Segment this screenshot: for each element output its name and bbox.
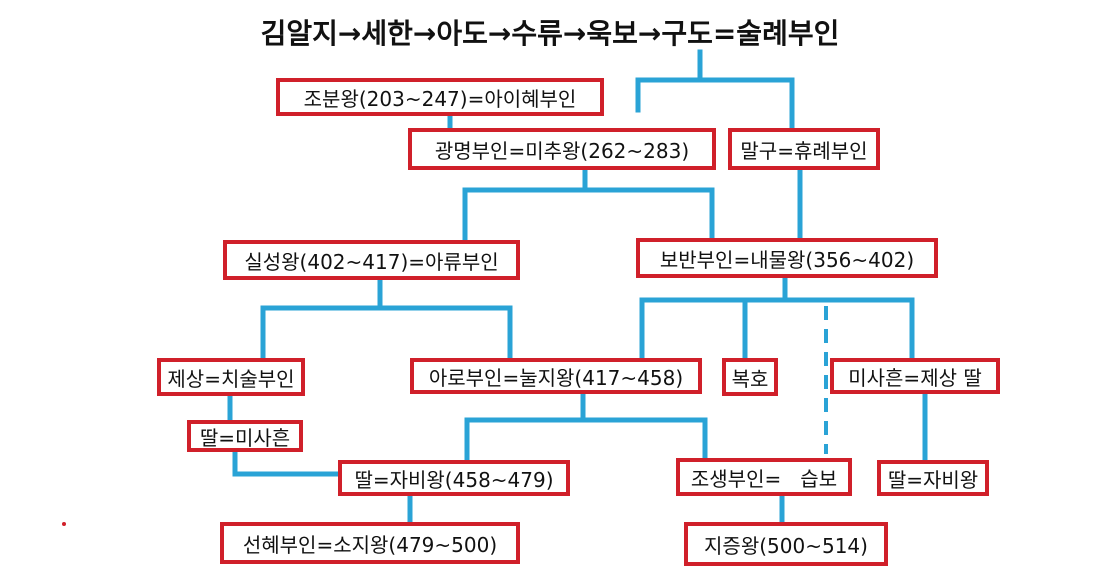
link-root <box>635 49 795 131</box>
node-josaeng-label: 조생부인= 습보 <box>690 466 838 491</box>
node-gwangmyeong: 광명부인=미추왕(262~283) <box>408 128 716 170</box>
node-ttal-jabi-right-label: 딸=자비왕 <box>887 467 979 492</box>
node-boban: 보반부인=내물왕(356~402) <box>636 238 938 278</box>
node-jesang-label: 제상=치술부인 <box>167 366 295 391</box>
lineage-title: 김알지→세한→아도→수류→욱보→구도=술례부인 <box>260 17 840 50</box>
node-jobun-label: 조분왕(203~247)=아이혜부인 <box>303 86 577 111</box>
node-ttal-jabi: 딸=자비왕(458~479) <box>338 460 570 496</box>
node-josaeng: 조생부인= 습보 <box>676 458 852 496</box>
link-silseong-children <box>260 277 513 361</box>
node-misaheun-jesang-label: 미사흔=제상 딸 <box>848 365 982 390</box>
node-bokho: 복호 <box>722 358 778 396</box>
node-gwangmyeong-label: 광명부인=미추왕(262~283) <box>434 138 690 163</box>
node-silseong: 실성왕(402~417)=아류부인 <box>223 240 520 280</box>
node-ttal-misaheun: 딸=미사흔 <box>187 420 303 452</box>
node-jesang: 제상=치술부인 <box>157 358 305 396</box>
link-boban-children <box>639 275 915 361</box>
node-ttal-jabi-right: 딸=자비왕 <box>877 460 989 496</box>
node-aro-label: 아로부인=눌지왕(417~458) <box>428 365 684 390</box>
node-seonhye: 선혜부인=소지왕(479~500) <box>220 522 520 564</box>
node-jijeung: 지증왕(500~514) <box>684 522 888 566</box>
node-ttal-jabi-label: 딸=자비왕(458~479) <box>354 467 554 492</box>
link-aro-children <box>464 391 708 463</box>
node-misaheun-jesang: 미사흔=제상 딸 <box>830 358 1000 394</box>
node-malgu-label: 말구=휴례부인 <box>740 138 868 163</box>
node-seonhye-label: 선혜부인=소지왕(479~500) <box>242 532 498 557</box>
node-boban-label: 보반부인=내물왕(356~402) <box>659 247 915 272</box>
node-bokho-label: 복호 <box>731 366 769 391</box>
stray-dot <box>62 522 66 526</box>
link-gwangmyeong-children <box>462 167 715 243</box>
node-jobun: 조분왕(203~247)=아이혜부인 <box>276 78 604 116</box>
node-ttal-misaheun-label: 딸=미사흔 <box>199 425 291 450</box>
node-jijeung-label: 지증왕(500~514) <box>704 533 868 558</box>
node-silseong-label: 실성왕(402~417)=아류부인 <box>244 249 499 274</box>
node-aro: 아로부인=눌지왕(417~458) <box>410 358 702 394</box>
link-ttal-jabi <box>232 447 343 477</box>
node-malgu: 말구=휴례부인 <box>728 128 880 170</box>
